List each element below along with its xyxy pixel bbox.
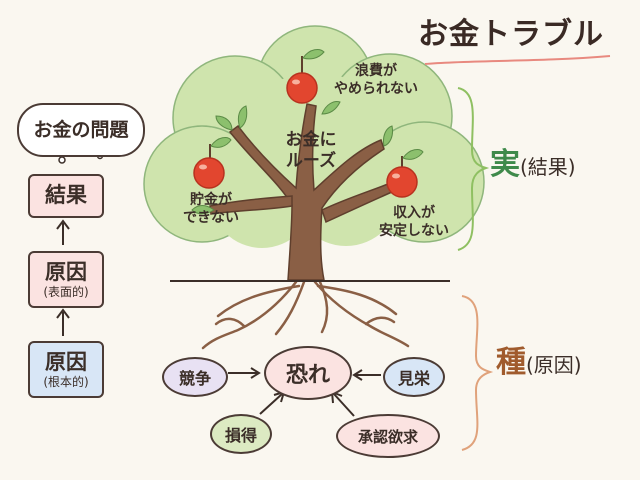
gain-loss-oval: 損得 [210, 414, 272, 454]
apple-top [286, 49, 325, 104]
trunk-label: お金に ルーズ [285, 130, 337, 172]
vanity-oval: 見栄 [383, 357, 445, 397]
tree-roots [201, 280, 410, 350]
seed-section-main: 種 [496, 345, 526, 380]
root-cause-sub: (根本的) [43, 374, 89, 389]
fear-oval-label: 恐れ [285, 363, 330, 388]
problem-bubble: お金の問題 [17, 103, 145, 157]
seed-section-brace [461, 295, 494, 451]
gain-loss-oval-label: 損得 [224, 426, 257, 445]
apple-left [193, 137, 232, 189]
approval-desire-oval: 承認欲求 [336, 414, 440, 458]
root-cause-label: 原因 [45, 349, 87, 374]
approval-desire-oval-label: 承認欲求 [357, 427, 418, 446]
apple-right [386, 149, 424, 198]
root-cause-box: 原因 (根本的) [28, 341, 104, 398]
competition-oval-label: 競争 [178, 369, 211, 388]
surface-cause-sub: (表面的) [43, 284, 89, 299]
branch-leaves [191, 101, 393, 215]
seed-section-sub: (原因) [526, 353, 582, 377]
fruit-label-savings: 貯金が できない [183, 192, 239, 226]
fruit-section-main: 実 [490, 147, 520, 182]
vanity-oval-label: 見栄 [397, 369, 430, 388]
fruit-label-spending: 浪費が やめられない [334, 63, 418, 97]
tree-canopy [143, 25, 485, 248]
result-box-label: 結果 [45, 183, 87, 208]
fruit-section-sub: (結果) [520, 155, 576, 179]
result-box: 結果 [28, 174, 104, 218]
problem-bubble-text: お金の問題 [33, 118, 129, 141]
fruit-section-label: 実(結果) [490, 146, 576, 184]
surface-cause-box: 原因 (表面的) [28, 251, 104, 308]
page-title: お金トラブル [418, 17, 604, 52]
flow-arrows [56, 219, 70, 336]
fear-oval: 恐れ [264, 346, 352, 400]
fruit-label-income: 収入が 安定しない [379, 205, 449, 239]
surface-cause-label: 原因 [45, 259, 87, 284]
fruit-section-brace [457, 87, 490, 251]
seed-section-label: 種(原因) [496, 344, 582, 382]
title-underline [424, 55, 611, 65]
competition-oval: 競争 [162, 357, 228, 397]
